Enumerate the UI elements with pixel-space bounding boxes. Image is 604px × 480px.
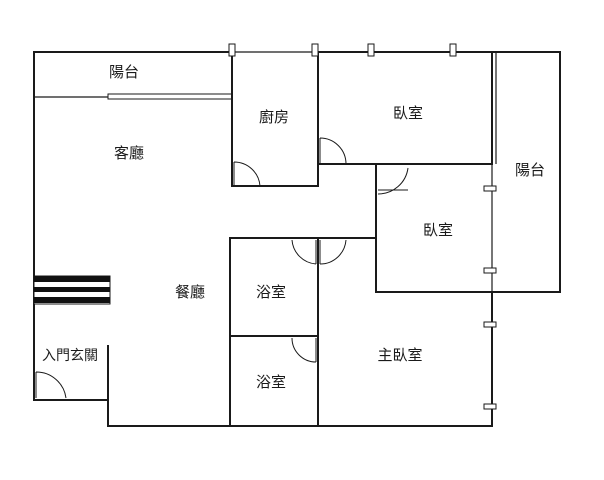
room-labels: 陽台 客廳 廚房 臥室 陽台 臥室 餐廳 浴室 浴室 主臥室 入門玄關 xyxy=(42,63,545,391)
cabinet-stripes xyxy=(33,275,111,305)
label-balcony-top: 陽台 xyxy=(109,63,139,81)
window-marks xyxy=(228,43,497,410)
label-bathroom-upper: 浴室 xyxy=(256,283,286,301)
label-bedroom-top: 臥室 xyxy=(393,104,423,122)
door-swings xyxy=(35,137,409,399)
label-master-bedroom: 主臥室 xyxy=(377,346,422,364)
outer-walls xyxy=(33,51,561,427)
label-bedroom-middle: 臥室 xyxy=(423,221,453,239)
label-dining-room: 餐廳 xyxy=(175,283,205,301)
label-entrance: 入門玄關 xyxy=(42,347,98,364)
label-balcony-right: 陽台 xyxy=(515,161,545,179)
label-living-room: 客廳 xyxy=(114,144,144,162)
label-bathroom-lower: 浴室 xyxy=(256,373,286,391)
label-kitchen: 廚房 xyxy=(259,108,289,126)
